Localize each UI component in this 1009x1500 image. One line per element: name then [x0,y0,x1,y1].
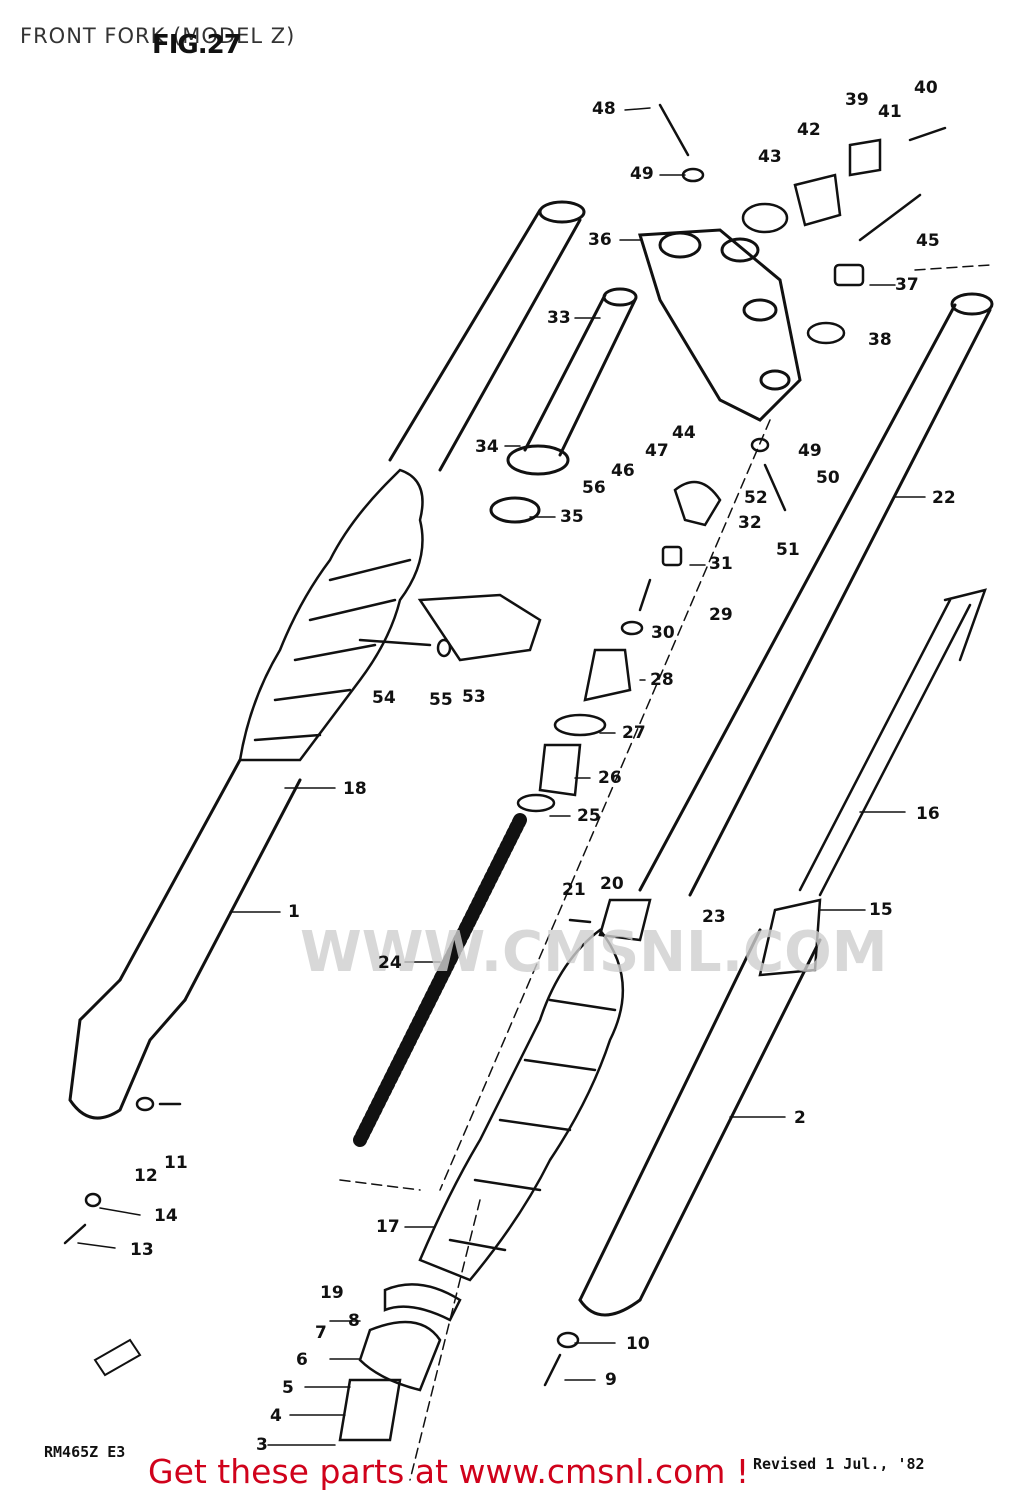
callout-35: 35 [560,507,584,527]
callout-13: 13 [130,1240,154,1260]
callout-55: 55 [429,690,453,710]
callout-27: 27 [622,723,646,743]
callout-51: 51 [776,540,800,560]
page-title: FRONT FORK (MODEL Z) [20,24,296,48]
callout-37: 37 [895,275,919,295]
callout-45: 45 [916,231,940,251]
callout-25: 25 [577,806,601,826]
callout-26: 26 [598,768,622,788]
callout-8: 8 [348,1311,360,1331]
callout-44: 44 [672,423,696,443]
callout-46: 46 [611,461,635,481]
damper-rod [798,588,987,897]
callout-39: 39 [845,90,869,110]
callout-36: 36 [588,230,612,250]
callout-52: 52 [744,488,768,508]
callout-30: 30 [651,623,675,643]
callout-16: 16 [916,804,940,824]
callout-18: 18 [343,779,367,799]
revision-note: Revised 1 Jul., '82 [753,1455,925,1473]
upper-bracket [638,228,802,422]
callout-21: 21 [562,880,586,900]
callout-22: 22 [932,488,956,508]
callout-34: 34 [475,437,499,457]
callout-1: 1 [288,902,300,922]
callout-29: 29 [709,605,733,625]
callout-3: 3 [256,1435,268,1455]
callout-17: 17 [376,1217,400,1237]
callout-24: 24 [378,953,402,973]
callout-28: 28 [650,670,674,690]
callout-31: 31 [709,554,733,574]
callout-48: 48 [592,99,616,119]
right-fork-tube [638,292,994,897]
figure-number: FIG.27 [152,30,242,60]
callout-54: 54 [372,688,396,708]
watermark-text: WWW.CMSNL.COM [300,920,888,985]
callout-4: 4 [270,1406,282,1426]
callout-20: 20 [600,874,624,894]
fork-spring [353,813,527,1147]
callout-38: 38 [868,330,892,350]
callout-9: 9 [605,1370,617,1390]
model-code: RM465Z E3 [44,1443,126,1461]
callout-41: 41 [878,102,902,122]
callout-47: 47 [645,441,669,461]
callout-6: 6 [296,1350,308,1370]
callout-32: 32 [738,513,762,533]
callout-14: 14 [154,1206,178,1226]
callout-7: 7 [315,1323,327,1343]
callout-33: 33 [547,308,571,328]
callout-15: 15 [869,900,893,920]
callout-5: 5 [282,1378,294,1398]
callout-50: 50 [816,468,840,488]
right-inner-tube [578,928,822,1317]
promo-link[interactable]: Get these parts at www.cmsnl.com ! [148,1452,750,1491]
left-bellows [238,468,424,762]
callout-11: 11 [164,1153,188,1173]
lower-bellows [418,928,625,1282]
steering-stem [489,287,638,524]
callout-42: 42 [797,120,821,140]
callout-49-top: 49 [630,164,654,184]
callout-49-right: 49 [798,441,822,461]
callout-12: 12 [134,1166,158,1186]
callout-23: 23 [702,907,726,927]
callout-19: 19 [320,1283,344,1303]
callout-10: 10 [626,1334,650,1354]
callout-43: 43 [758,147,782,167]
callout-2: 2 [794,1108,806,1128]
callout-40: 40 [914,78,938,98]
callout-56: 56 [582,478,606,498]
callout-53: 53 [462,687,486,707]
left-fork-tube [68,200,586,1120]
